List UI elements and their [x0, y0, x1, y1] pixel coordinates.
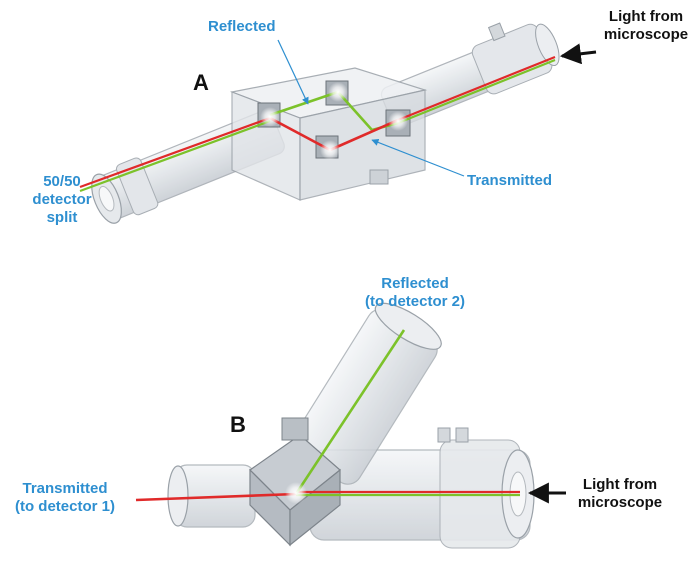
panel-a-light-arrow — [559, 43, 597, 65]
panel-a-output-beam-green — [79, 119, 271, 193]
panel-b-transmitted-label: Transmitted (to detector 1) — [14, 480, 115, 515]
panel-b-apparatus — [135, 302, 566, 549]
panel-a-light-source-label: Light from microscope — [603, 8, 689, 43]
panel-a-transmitted-beam — [329, 118, 399, 152]
panel-a-letter: A — [193, 70, 209, 95]
panel-a-apparatus — [79, 22, 597, 224]
panel-b-reflected-label: Reflected (to detector 2) — [364, 275, 465, 310]
panel-a-reflected-label: Reflected — [208, 18, 276, 35]
panel-b-reflected-beam — [294, 329, 406, 495]
panel-a-output-beam-red — [79, 116, 271, 189]
panel-b-light-source-label: Light from microscope — [577, 476, 663, 511]
panel-a-reflected-pointer — [277, 39, 309, 105]
panel-a-incoming-beam-red — [397, 55, 556, 122]
panel-b-upper-tube — [290, 302, 442, 485]
panel-a-detector-split-label: 50/50 detector split — [32, 173, 92, 226]
panel-a-transmitted-label: Transmitted — [467, 172, 553, 189]
panel-b-letter: B — [230, 412, 246, 437]
panel-a-transmitted-pointer — [371, 139, 465, 177]
panel-b-cube-mount — [249, 417, 341, 547]
panel-b-beams — [135, 329, 520, 502]
panel-b-transmitted-beam — [135, 492, 297, 502]
panel-a-incoming-beam-green — [397, 58, 556, 125]
